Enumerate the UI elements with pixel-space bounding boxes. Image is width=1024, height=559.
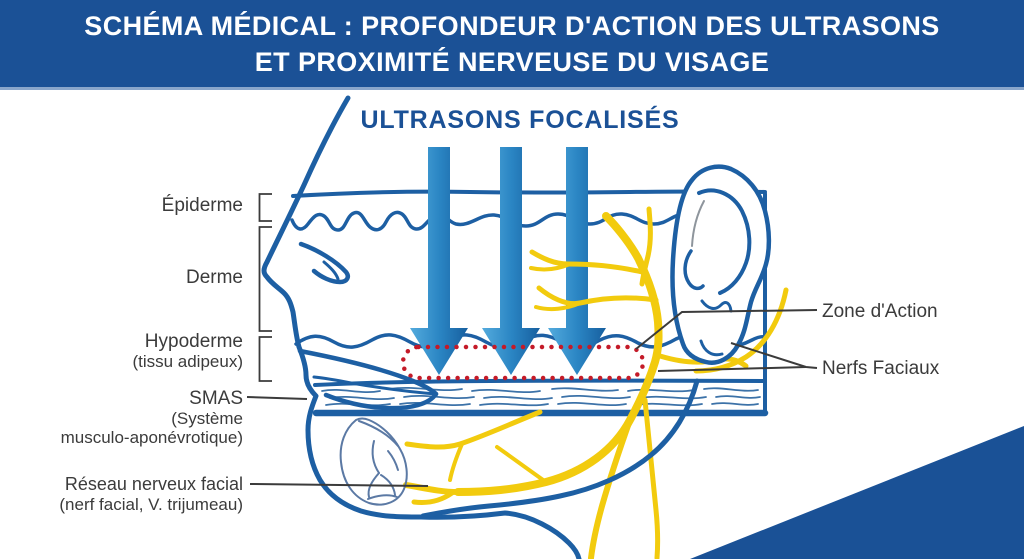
ear-illustration	[670, 164, 772, 365]
chin-muscle-detail	[339, 417, 408, 506]
label-smas-line2: (Système	[171, 409, 243, 428]
label-hypoderme-line2: (tissu adipeux)	[132, 352, 243, 371]
nostril-curve	[298, 241, 350, 285]
jawline	[420, 378, 700, 519]
ear-inner-shading	[691, 200, 705, 247]
nerve-ear-front-branch	[639, 206, 653, 287]
ultrasound-arrow	[548, 147, 606, 375]
ear-helix	[697, 188, 752, 295]
ear-antitragus	[700, 299, 733, 313]
action-zone-dotted-outline	[400, 344, 646, 381]
ear-tragus	[683, 249, 705, 291]
ear-lobe-crease	[699, 339, 724, 357]
label-nerfs-faciaux: Nerfs Faciaux	[822, 358, 940, 379]
label-smas: SMAS (Système musculo-aponévrotique)	[61, 388, 243, 447]
nostril-inner-curve	[322, 260, 340, 281]
hypodermis-bracket	[258, 336, 272, 382]
nerve-main-trunk	[454, 212, 663, 496]
profile-forehead-nose-chin-neck	[261, 95, 582, 559]
label-smas-line3: musculo-aponévrotique)	[60, 428, 243, 447]
label-hypoderme: Hypoderme (tissu adipeux)	[132, 331, 243, 371]
face-profile-outline	[261, 95, 700, 559]
layer-brackets	[258, 193, 272, 382]
label-reseau-line1: Réseau nerveux facial	[64, 474, 243, 494]
smas-pointer-line	[246, 396, 308, 400]
header-banner: SCHÉMA MÉDICAL : PROFONDEUR D'ACTION DES…	[0, 0, 1024, 90]
corner-accent-shape	[690, 426, 1024, 559]
ultrasound-arrow	[482, 147, 540, 375]
ultrasound-arrow	[410, 147, 468, 375]
label-derme: Derme	[185, 267, 243, 288]
ultrasound-arrows	[410, 147, 606, 375]
facial-nerves-pointer-lower	[657, 366, 807, 372]
epidermis-bracket	[258, 193, 272, 222]
diagram-title: ULTRASONS FOCALISÉS	[360, 106, 680, 134]
mouth-seam	[312, 375, 438, 396]
label-epiderme: Épiderme	[161, 195, 243, 216]
pointer-lines	[246, 309, 818, 487]
dermis-bracket	[258, 226, 272, 332]
label-reseau-line2: (nerf facial, V. trijumeau)	[59, 495, 243, 514]
label-reseau-nerveux: Réseau nerveux facial (nerf facial, V. t…	[59, 474, 243, 514]
header-title-line1: SCHÉMA MÉDICAL : PROFONDEUR D'ACTION DES…	[84, 10, 940, 41]
action-zone-pointer-line	[635, 309, 818, 350]
header-title-line2: ET PROXIMITÉ NERVEUSE DU VISAGE	[254, 46, 770, 77]
label-zone-action: Zone d'Action	[822, 301, 938, 322]
upper-lip	[297, 348, 439, 397]
label-smas-line1: SMAS	[189, 388, 243, 409]
lower-lip	[323, 391, 439, 411]
nerve-network-pointer-line	[249, 483, 429, 487]
label-hypoderme-line1: Hypoderme	[144, 331, 243, 352]
